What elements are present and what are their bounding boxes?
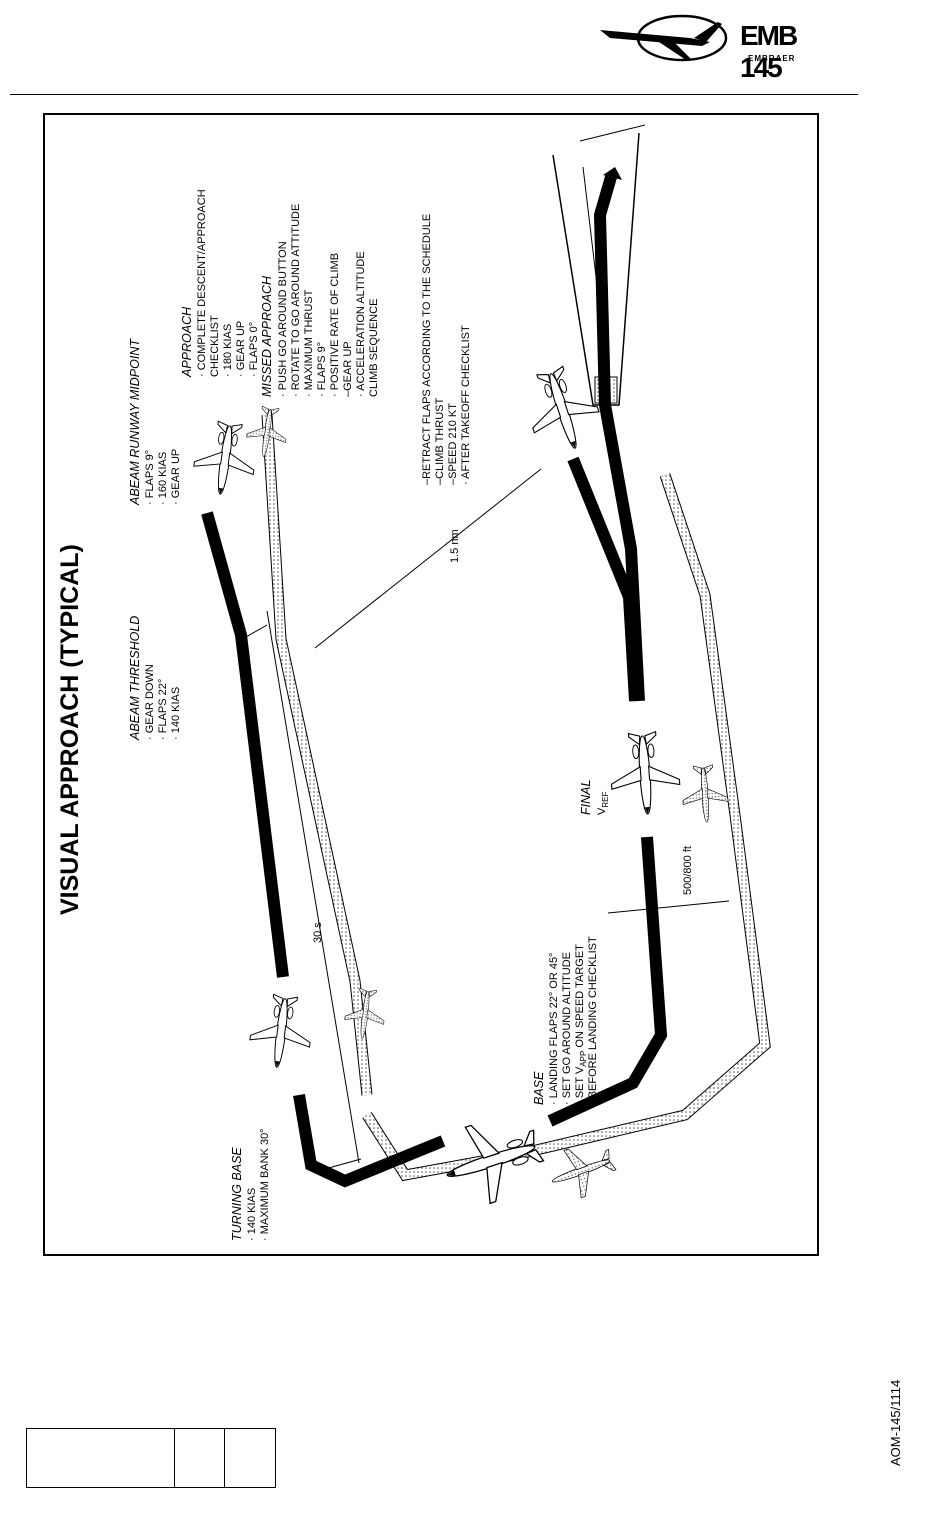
revision-cell bbox=[175, 1429, 225, 1487]
final-heading: FINAL bbox=[579, 780, 593, 815]
missed-approach-item: –CLIMB THRUST bbox=[434, 398, 446, 485]
missed-approach-item: –SPEED 210 KT bbox=[447, 403, 459, 485]
abeam-threshold-item: · GEAR DOWN bbox=[144, 664, 156, 740]
approach-item: · COMPLETE DESCENT/APPROACH bbox=[196, 189, 208, 377]
abeam-threshold-heading: ABEAM THRESHOLD bbox=[128, 616, 142, 741]
shadow-final-icon bbox=[680, 763, 730, 825]
aircraft-base-icon bbox=[434, 1106, 552, 1214]
base-item: · BEFORE LANDING CHECKLIST bbox=[587, 936, 599, 1105]
approach-heading: APPROACH bbox=[180, 306, 194, 378]
missed-approach-item: · FLAPS 9° bbox=[316, 342, 328, 397]
ground-track bbox=[261, 414, 771, 1182]
missed-approach-item: · MAXIMUM THRUST bbox=[303, 289, 315, 397]
final-vref: V bbox=[596, 807, 608, 815]
missed-approach-heading: MISSED APPROACH bbox=[260, 275, 274, 397]
final-vref-line: VREF bbox=[596, 792, 610, 815]
turning-base-heading: TURNING BASE bbox=[230, 1147, 244, 1241]
document-code: AOM-145/1114 bbox=[888, 1379, 903, 1466]
approach-item: CHECKLIST bbox=[209, 315, 221, 377]
logo-maker-text: EMBRAER bbox=[748, 54, 796, 63]
aircraft-go-around-icon bbox=[516, 359, 608, 460]
revision-box bbox=[26, 1428, 276, 1488]
approach-item: · GEAR UP bbox=[235, 321, 247, 377]
abeam-midpoint-item: · GEAR UP bbox=[170, 449, 182, 505]
base-item: ON SPEED TARGET bbox=[574, 944, 586, 1051]
revision-cell bbox=[27, 1429, 175, 1487]
diagram-title: VISUAL APPROACH (TYPICAL) bbox=[56, 544, 84, 915]
missed-approach-item: · ROTATE TO GO AROUND ATTITUDE bbox=[290, 204, 302, 397]
base-item: · LANDING FLAPS 22° OR 45° bbox=[548, 953, 560, 1105]
abeam-threshold-item: · FLAPS 22° bbox=[157, 679, 169, 740]
vref-subscript: REF bbox=[601, 792, 610, 808]
visual-approach-diagram: VISUAL APPROACH (TYPICAL) ABEAM RUNWAY M… bbox=[56, 124, 771, 1241]
diagram-frame: VISUAL APPROACH (TYPICAL) ABEAM RUNWAY M… bbox=[43, 113, 819, 1256]
aircraft-midpoint-icon bbox=[190, 418, 261, 499]
final-height-label: 500/800 ft bbox=[682, 846, 694, 895]
missed-approach-item: CLIMB SEQUENCE bbox=[368, 299, 380, 397]
aircraft-turning-base-icon bbox=[246, 991, 316, 1072]
missed-approach-item: · POSITIVE RATE OF CLIMB bbox=[329, 253, 341, 397]
missed-approach-item: · AFTER TAKEOFF CHECKLIST bbox=[460, 325, 472, 485]
missed-approach-item: –RETRACT FLAPS ACCORDING TO THE SCHEDULE bbox=[421, 214, 433, 485]
aircraft-final-icon bbox=[607, 729, 683, 817]
base-item: · SET GO AROUND ALTITUDE bbox=[561, 952, 573, 1105]
base-vapp-line: · SET VAPP ON SPEED TARGET bbox=[574, 944, 588, 1105]
vapp-subscript: APP bbox=[579, 1051, 588, 1067]
abeam-midpoint-heading: ABEAM RUNWAY MIDPOINT bbox=[128, 338, 142, 506]
abeam-midpoint-item: · 160 KIAS bbox=[157, 452, 169, 505]
missed-approach-item: · ACCELERATION ALTITUDE bbox=[355, 251, 367, 397]
turning-base-item: · 140 KIAS bbox=[246, 1188, 258, 1241]
turning-base-item: · MAXIMUM BANK 30° bbox=[259, 1128, 271, 1241]
revision-cell bbox=[225, 1429, 274, 1487]
missed-approach-item: –GEAR UP bbox=[342, 341, 354, 397]
downwind-time-label: 30 s bbox=[312, 922, 324, 943]
dimension-lines bbox=[238, 468, 730, 1170]
missed-approach-item: · PUSH GO AROUND BUTTON bbox=[277, 241, 289, 397]
lateral-distance-label: 1.5 nm bbox=[449, 529, 461, 563]
base-heading: BASE bbox=[532, 1071, 546, 1105]
approach-item: · FLAPS 0° bbox=[248, 322, 260, 377]
flight-path bbox=[201, 167, 668, 1188]
abeam-midpoint-item: · FLAPS 9° bbox=[144, 450, 156, 505]
embraer-emb145-logo: EMB 145 EMBRAER bbox=[590, 8, 840, 83]
shadow-turning-base-icon bbox=[342, 986, 388, 1042]
header-rule bbox=[10, 94, 858, 95]
aircraft-logo-icon bbox=[600, 14, 728, 62]
approach-item: · 180 KIAS bbox=[222, 324, 234, 377]
abeam-threshold-item: · 140 KIAS bbox=[170, 687, 182, 740]
base-item: · SET V bbox=[574, 1066, 586, 1105]
logo-model-text: EMB 145 bbox=[740, 20, 798, 83]
